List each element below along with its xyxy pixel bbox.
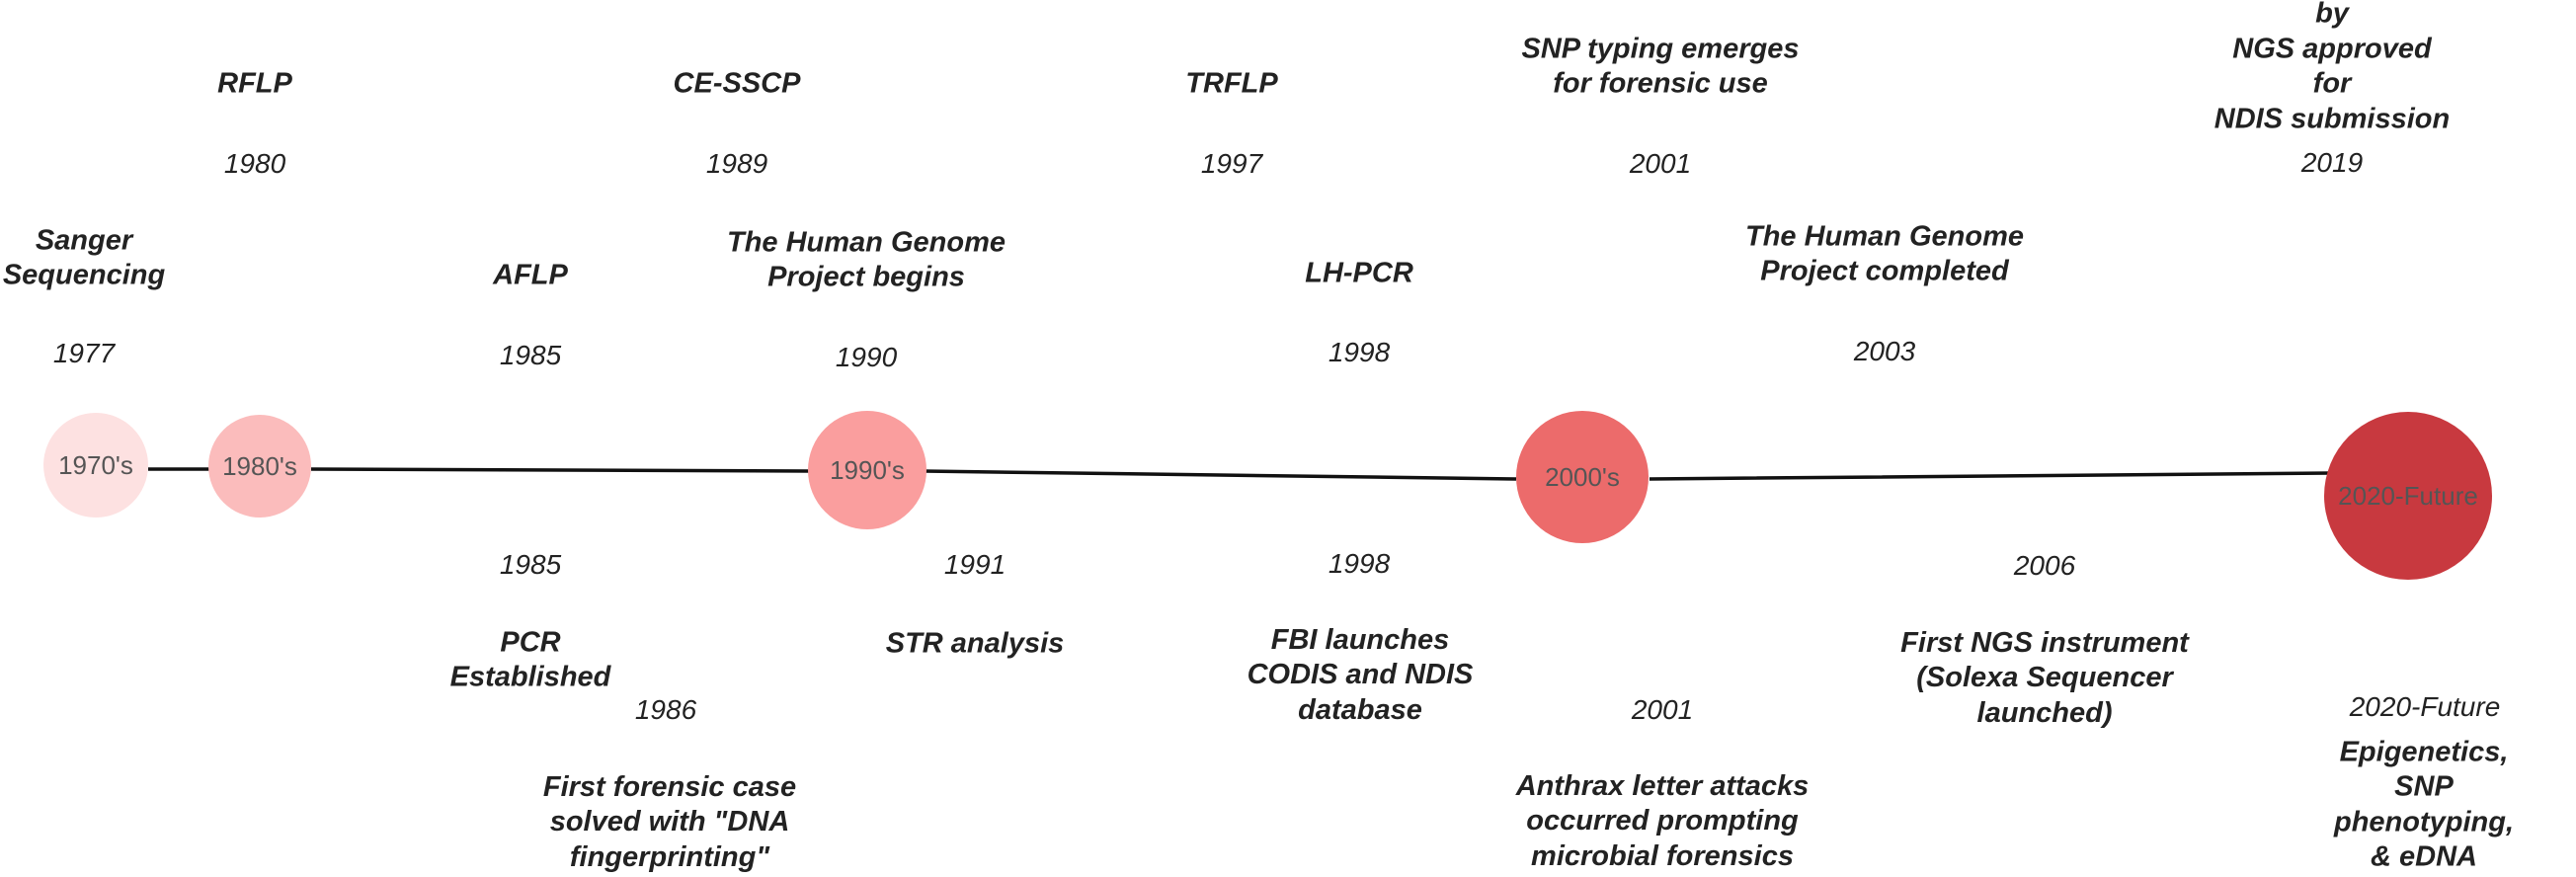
event-pcr-title: PCR Established <box>449 626 611 693</box>
event-aflp-title: AFLP <box>493 259 568 291</box>
event-hgp-begins-year: 1990 <box>835 341 898 372</box>
era-1970s-circle <box>43 413 148 518</box>
event-str-title: STR analysis <box>885 627 1065 660</box>
event-ngs-ndis-title: Data generated by NGS approved for NDIS … <box>2214 0 2451 135</box>
event-rflp-title: RFLP <box>217 67 292 100</box>
event-anthrax-title: Anthrax letter attacks occurred promptin… <box>1515 769 1810 872</box>
event-codis-year: 1998 <box>1328 547 1391 579</box>
event-ce-sscp-title: CE-SSCP <box>673 67 801 100</box>
event-ngs-instrument-title: First NGS instrument (Solexa Sequencer l… <box>1900 626 2189 729</box>
era-1990s-label: 1990's <box>830 455 905 485</box>
event-ngs-ndis-year: 2019 <box>2300 146 2364 178</box>
era-2000s-label: 2000's <box>1545 462 1620 492</box>
era-1970s: 1970's <box>43 413 148 518</box>
event-sanger-year: 1977 <box>52 337 116 368</box>
event-codis-title: FBI launches CODIS and NDIS database <box>1247 623 1474 726</box>
era-2020-future: 2020-Future <box>2324 412 2492 580</box>
event-trflp-year: 1997 <box>1200 147 1263 179</box>
event-lh-pcr-title: LH-PCR <box>1305 257 1413 289</box>
timeline-axis <box>148 467 2332 481</box>
event-sanger-title: Sanger Sequencing <box>2 224 166 291</box>
event-pcr-year: 1985 <box>499 548 562 580</box>
event-hgp-begins-title: The Human Genome Project begins <box>727 226 1006 293</box>
event-future-year: 2020-Future <box>2349 690 2501 722</box>
era-1990s-circle <box>808 411 926 529</box>
era-2020-label: 2020-Future <box>2338 481 2478 511</box>
era-1980s-label: 1980's <box>222 451 297 481</box>
era-1980s-circle <box>208 415 311 518</box>
event-lh-pcr-year: 1998 <box>1328 336 1391 367</box>
event-snp-title: SNP typing emerges for forensic use <box>1521 33 1800 100</box>
event-aflp-year: 1985 <box>499 339 562 370</box>
event-ngs-instrument-year: 2006 <box>2013 549 2076 581</box>
era-2020-circle <box>2324 412 2492 580</box>
era-2000s-circle <box>1516 411 1649 543</box>
event-forensic-case-title: First forensic case solved with "DNA fin… <box>542 770 797 873</box>
era-2000s: 2000's <box>1516 411 1649 543</box>
event-hgp-completed-year: 2003 <box>1853 335 1916 366</box>
event-future-title: Epigenetics, SNP phenotyping, & eDNA <box>2333 736 2515 873</box>
event-ce-sscp-year: 1989 <box>705 147 768 179</box>
event-snp-year: 2001 <box>1629 147 1692 179</box>
era-1970s-label: 1970's <box>58 450 133 480</box>
event-rflp-year: 1980 <box>223 147 286 179</box>
event-str-year: 1991 <box>943 548 1006 580</box>
event-hgp-completed-title: The Human Genome Project completed <box>1745 220 2024 287</box>
event-forensic-case-year: 1986 <box>634 693 697 725</box>
era-1990s: 1990's <box>808 411 926 529</box>
era-1980s: 1980's <box>208 415 311 518</box>
event-trflp-title: TRFLP <box>1185 67 1278 100</box>
event-anthrax-year: 2001 <box>1631 693 1694 725</box>
